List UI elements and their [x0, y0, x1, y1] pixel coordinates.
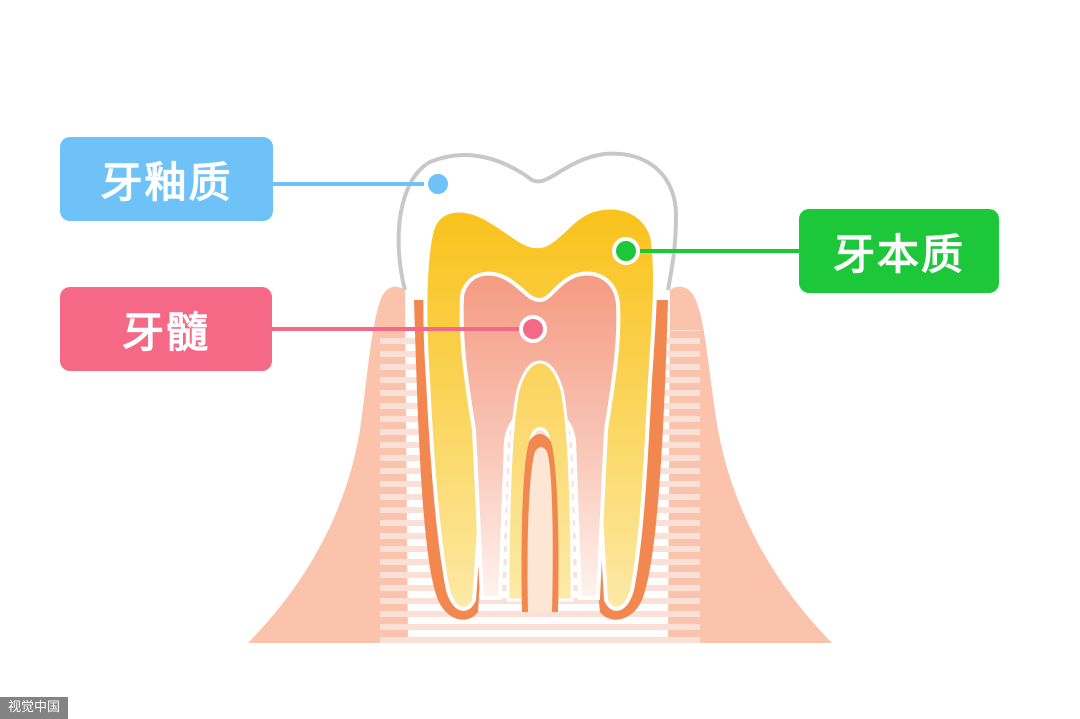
watermark: 视觉中国 — [0, 697, 69, 719]
enamel-pointer — [273, 170, 452, 198]
dot-pointer-icon — [424, 170, 452, 198]
enamel-label: 牙釉质 — [60, 137, 273, 221]
dot-pointer-icon — [612, 237, 640, 265]
dentin-label: 牙本质 — [799, 209, 999, 293]
pulp — [459, 271, 621, 600]
pulp-label: 牙髓 — [60, 287, 272, 371]
dentin-pointer — [612, 237, 799, 265]
dot-pointer-icon — [519, 315, 547, 343]
pulp-pointer — [272, 315, 547, 343]
